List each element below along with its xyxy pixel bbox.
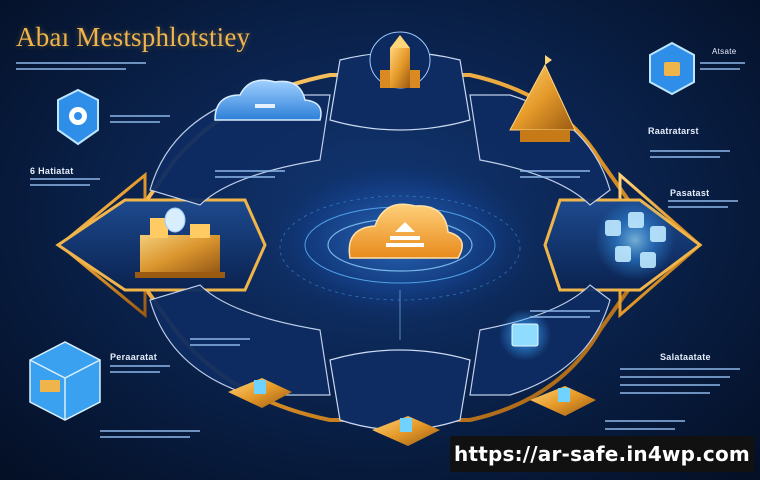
- watermark-url: https://ar-safe.in4wp.com: [454, 442, 750, 466]
- cube-icon: [29, 341, 101, 421]
- gold-pyramid-icon: [509, 55, 576, 142]
- left-lower-label: Peraaratat: [110, 352, 158, 362]
- glowing-tiles-icon: [595, 200, 675, 280]
- top-left-panel: [149, 94, 331, 206]
- gold-building-icon: [135, 207, 225, 278]
- text-line-placeholders: [16, 62, 745, 438]
- right-upper-label: Raatratarst: [648, 126, 699, 136]
- cloud-blue-icon: [214, 79, 322, 121]
- top-right-label: Atsate: [712, 47, 737, 56]
- hexagon-badge-icon: [649, 41, 695, 96]
- glowing-square-icon: [499, 309, 551, 361]
- watermark-badge: https://ar-safe.in4wp.com: [450, 436, 754, 472]
- cloud-orange-icon: [348, 203, 463, 259]
- right-lower-label: Salataatate: [660, 352, 711, 362]
- shield-icon: [57, 88, 99, 146]
- left-mid-label: 6 Hatiatat: [30, 166, 74, 176]
- right-mid-label: Pasatast: [670, 188, 710, 198]
- diagram-title: Abaı Mestsphlotstiey: [16, 22, 251, 52]
- gold-tower-icon: [369, 31, 431, 89]
- gold-node-icon: [228, 378, 596, 446]
